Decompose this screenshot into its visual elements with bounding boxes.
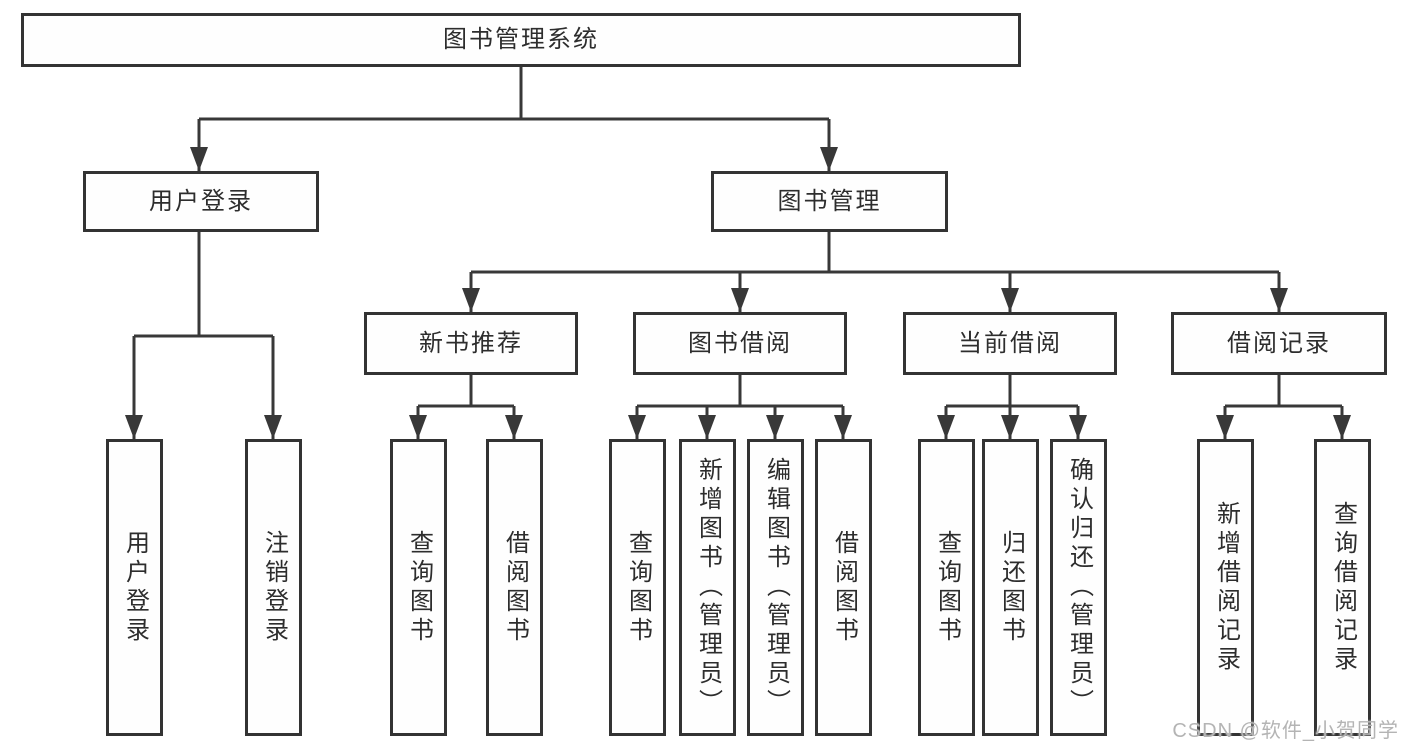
arrowhead [628,415,646,439]
arrowhead [731,288,749,312]
node-current-borrowing: 当前借阅 [903,312,1117,375]
node-leaf-query-borrow-record: 查询借阅记录 [1314,439,1371,736]
node-leaf-logout: 注销登录 [245,439,302,736]
connector-book-management-to-level3 [462,232,1288,312]
arrowhead [766,415,784,439]
node-leaf-borrow-books-recommend: 借阅图书 [486,439,543,736]
arrowhead [505,415,523,439]
node-leaf-borrow-books: 借阅图书 [815,439,872,736]
node-new-book-recommend: 新书推荐 [364,312,578,375]
csdn-watermark: CSDN @软件_小贺同学 [1172,720,1399,742]
arrowhead [1001,415,1019,439]
connector-current-borrowing-to-children [937,375,1087,439]
arrowhead [190,147,208,171]
arrowhead [1216,415,1234,439]
node-leaf-edit-books-admin: 编辑图书（管理员） [747,439,804,736]
arrowhead [264,415,282,439]
connector-borrowing-records-to-children [1216,375,1351,439]
node-leaf-add-borrow-record: 新增借阅记录 [1197,439,1254,736]
node-leaf-query-books-borrowing: 查询图书 [609,439,666,736]
node-book-management: 图书管理 [711,171,948,232]
node-leaf-user-login: 用户登录 [106,439,163,736]
arrowhead [698,415,716,439]
arrowhead [834,415,852,439]
node-borrowing-records: 借阅记录 [1171,312,1387,375]
node-leaf-add-books-admin: 新增图书（管理员） [679,439,736,736]
arrowhead [1270,288,1288,312]
node-leaf-query-books-recommend: 查询图书 [390,439,447,736]
arrowhead [820,147,838,171]
node-leaf-return-books: 归还图书 [982,439,1039,736]
arrowhead [1333,415,1351,439]
connector-root-to-level2 [190,67,838,171]
node-root-system: 图书管理系统 [21,13,1021,67]
arrowhead [1001,288,1019,312]
node-leaf-confirm-return-admin: 确认归还（管理员） [1050,439,1107,736]
node-leaf-query-books-current: 查询图书 [918,439,975,736]
arrowhead [409,415,427,439]
arrowhead [462,288,480,312]
connector-book-borrowing-to-children [628,375,852,439]
arrowhead [1069,415,1087,439]
connector-user-login-to-children [125,232,282,439]
node-user-login: 用户登录 [83,171,319,232]
arrowhead [125,415,143,439]
node-book-borrowing: 图书借阅 [633,312,847,375]
arrowhead [937,415,955,439]
connector-new-book-recommend-to-children [409,375,523,439]
